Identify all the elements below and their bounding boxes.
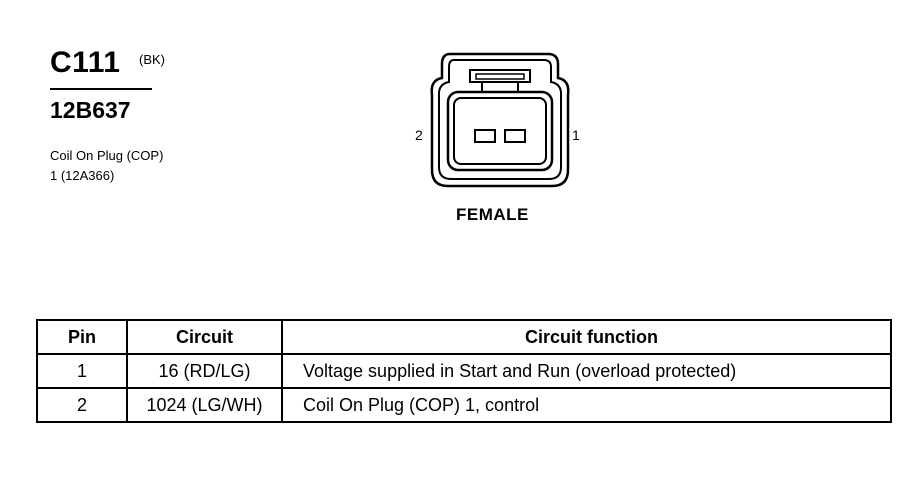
header-pin: Pin (36, 319, 128, 355)
pinout-table: Pin Circuit Circuit function 1 16 (RD/LG… (36, 319, 892, 423)
cell-function: Voltage supplied in Start and Run (overl… (281, 353, 892, 389)
connector-gender-label: FEMALE (456, 205, 529, 224)
connector-face-diagram (430, 52, 570, 188)
connector-housing-inner (437, 59, 563, 180)
header-circuit-function: Circuit function (281, 319, 892, 355)
pin-label-right: 1 (572, 127, 580, 143)
connector-locking-tab (469, 69, 531, 83)
pin-label-left: 2 (415, 127, 423, 143)
cell-pin: 2 (36, 387, 128, 423)
terminal-pin-2 (474, 129, 496, 143)
connector-description-line-2: 1 (12A366) (50, 168, 115, 183)
table-header-row: Pin Circuit Circuit function (36, 319, 892, 355)
connector-tab-legs (481, 82, 519, 92)
connector-description-line-1: Coil On Plug (COP) (50, 148, 164, 163)
connector-housing-outer (430, 52, 570, 188)
connector-color-code: (BK) (139, 52, 165, 67)
header-circuit: Circuit (126, 319, 283, 355)
connector-cavity-inner (453, 97, 547, 165)
cell-circuit: 16 (RD/LG) (126, 353, 283, 389)
connector-locking-tab-slot (475, 73, 525, 80)
table-row: 1 16 (RD/LG) Voltage supplied in Start a… (36, 353, 892, 389)
part-number: 12B637 (50, 97, 131, 123)
connector-cavity-outer (446, 90, 554, 172)
cell-circuit: 1024 (LG/WH) (126, 387, 283, 423)
cell-pin: 1 (36, 353, 128, 389)
connector-id: C111 (50, 46, 121, 79)
title-underline (50, 88, 152, 90)
table-row: 2 1024 (LG/WH) Coil On Plug (COP) 1, con… (36, 387, 892, 423)
cell-function: Coil On Plug (COP) 1, control (281, 387, 892, 423)
terminal-pin-1 (504, 129, 526, 143)
